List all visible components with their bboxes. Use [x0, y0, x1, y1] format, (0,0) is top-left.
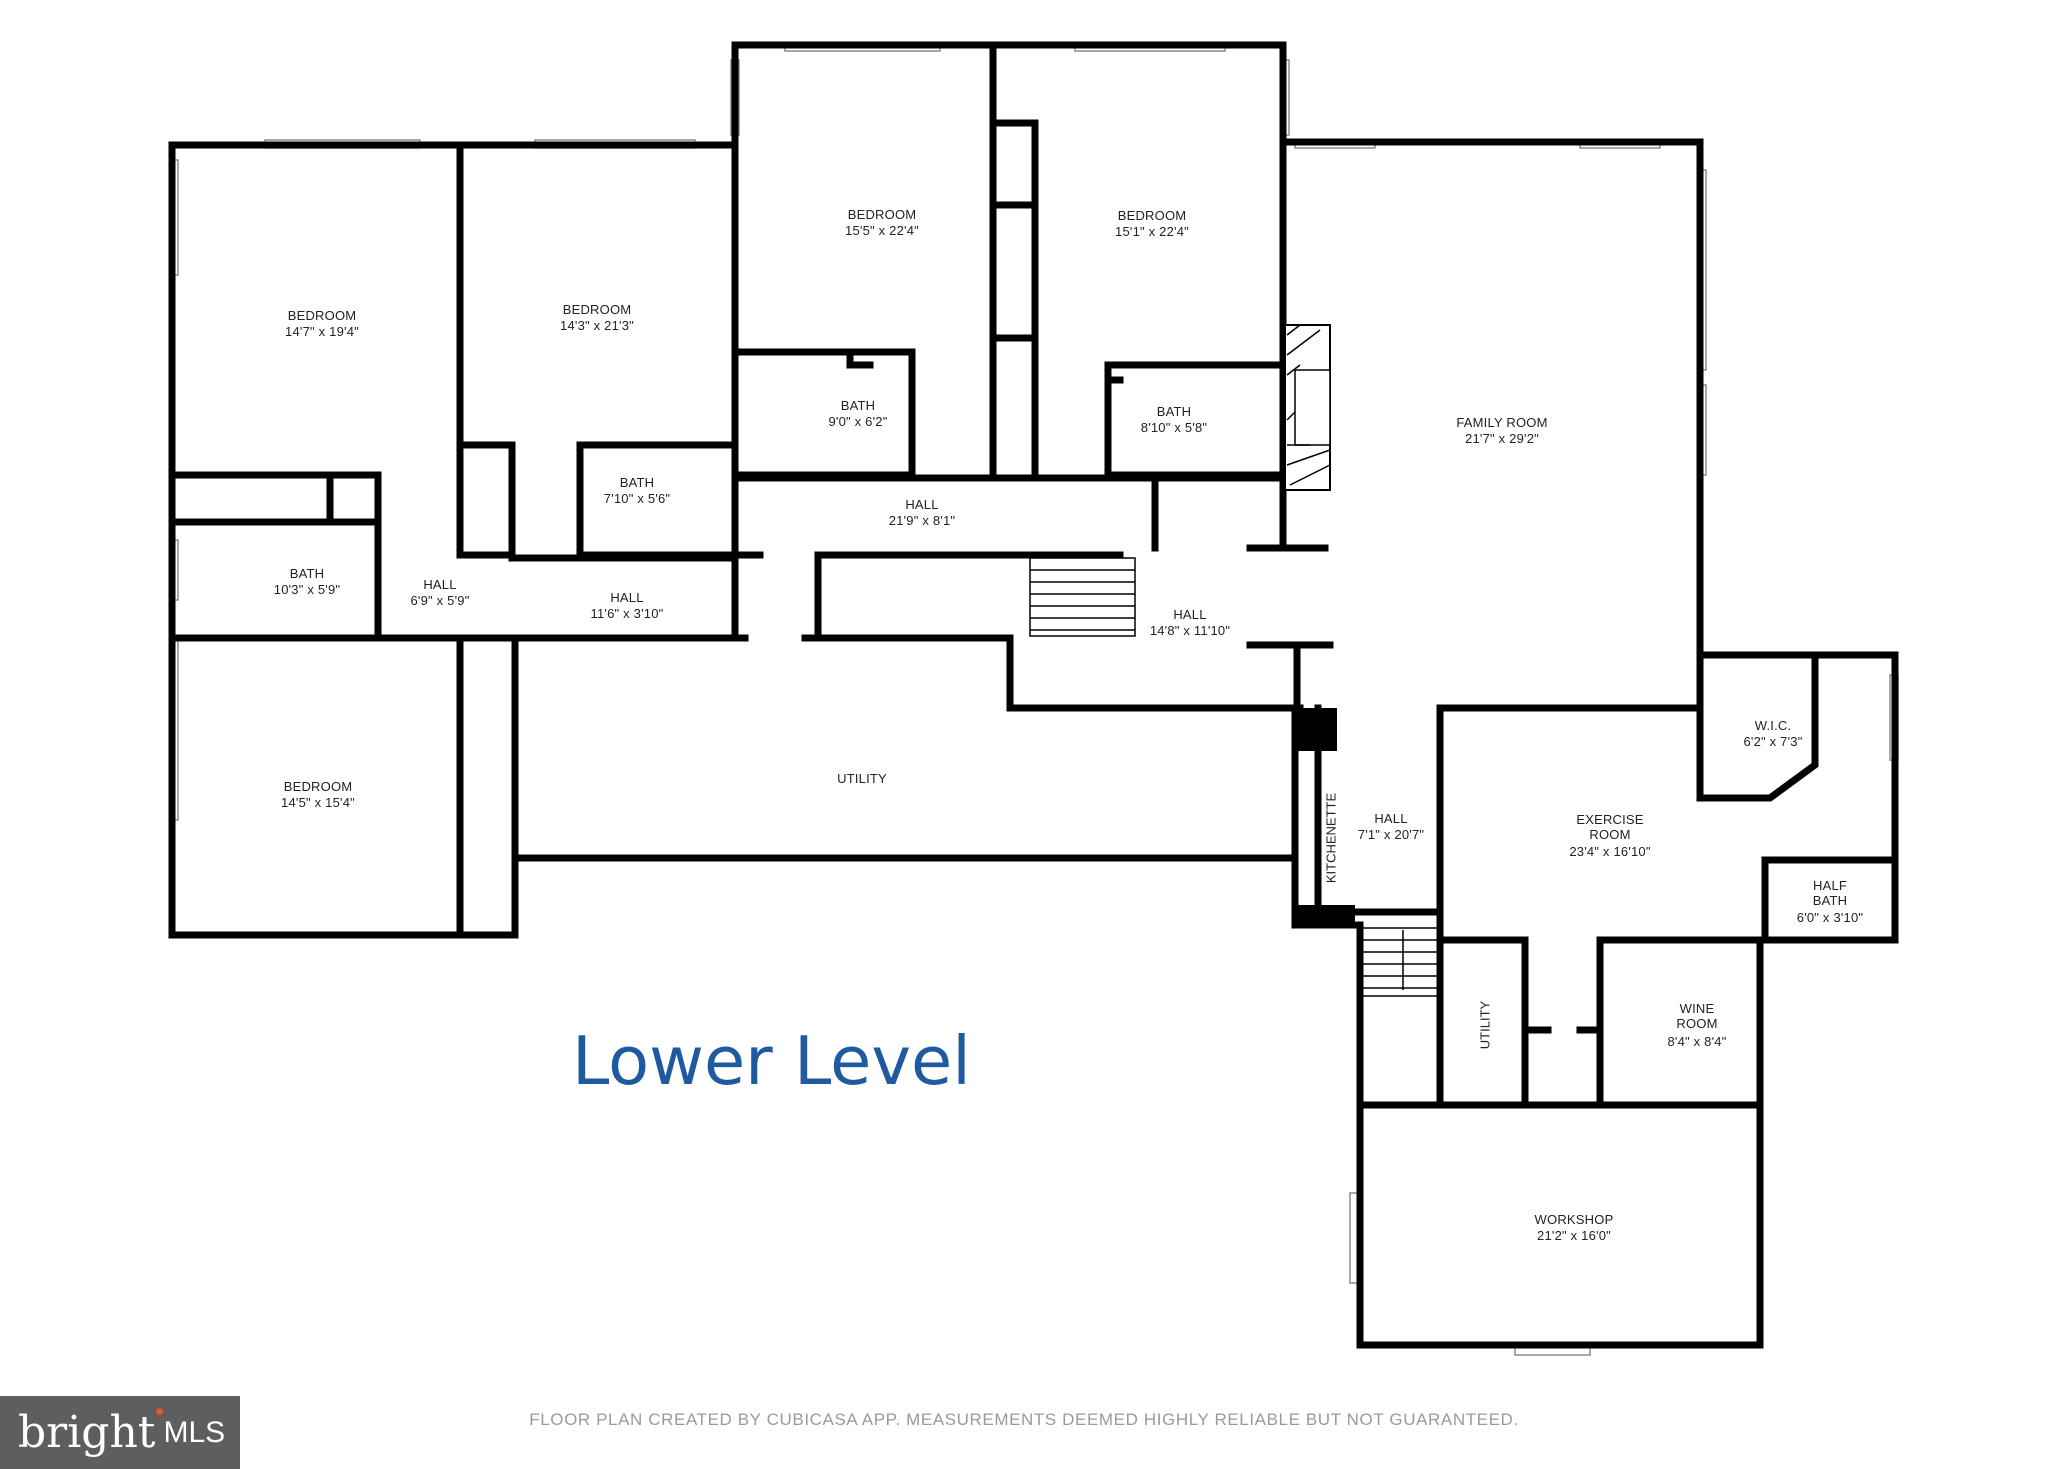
room-name: HALL [1374, 811, 1408, 826]
room-name: BATH [289, 566, 325, 581]
room-dims: 21'2" x 16'0" [1537, 1228, 1611, 1243]
room-name: BEDROOM [562, 302, 632, 317]
walls [168, 41, 1899, 1349]
room-dims: 9'0" x 6'2" [828, 414, 888, 429]
room-name: FAMILY ROOM [1456, 415, 1548, 430]
utility-label-small: UTILITY [1477, 1000, 1493, 1050]
room-dims: 14'8" x 11'10" [1149, 623, 1231, 638]
logo-dot-icon [156, 1408, 163, 1415]
stairs-upper [1029, 557, 1136, 637]
room-name: HALL [905, 497, 939, 512]
room-name: BATH [840, 398, 876, 413]
fireplace [1284, 324, 1331, 491]
room-name: HALF BATH [1812, 878, 1848, 908]
room-dims: 21'9" x 8'1" [888, 513, 956, 528]
room-name: HALL [610, 590, 644, 605]
room-name: BEDROOM [283, 779, 353, 794]
kitchenette-label: KITCHENETTE [1323, 792, 1339, 884]
room-name: BEDROOM [287, 308, 357, 323]
room-dims: 21'7" x 29'2" [1465, 431, 1539, 446]
room-dims: 10'3" x 5'9" [273, 582, 341, 597]
logo-brand: bright [18, 1407, 156, 1458]
room-name: UTILITY [837, 771, 887, 786]
room-dims: 14'3" x 21'3" [560, 318, 634, 333]
room-name: WORKSHOP [1534, 1212, 1614, 1227]
room-name: HALL [423, 577, 457, 592]
room-dims: 6'0" x 3'10" [1796, 910, 1864, 925]
room-dims: 6'9" x 5'9" [410, 593, 470, 608]
room-dims: 14'5" x 15'4" [281, 795, 355, 810]
room-dims: 14'7" x 19'4" [285, 324, 359, 339]
room-name: HALL [1173, 607, 1207, 622]
room-name: WINE ROOM [1676, 1001, 1718, 1031]
bright-mls-logo: bright MLS [0, 1396, 240, 1469]
room-name: BATH [619, 475, 655, 490]
stairs-lower [1361, 927, 1441, 997]
disclaimer: FLOOR PLAN CREATED BY CUBICASA APP. MEAS… [529, 1410, 1519, 1429]
room-dims: 6'2" x 7'3" [1743, 734, 1803, 749]
room-dims: 11'6" x 3'10" [590, 606, 664, 621]
room-dims: 8'10" x 5'8" [1140, 420, 1208, 435]
room-name: BEDROOM [847, 207, 917, 222]
room-dims: 15'5" x 22'4" [845, 223, 919, 238]
room-dims: 15'1" x 22'4" [1115, 224, 1189, 239]
room-dims: 7'10" x 5'6" [603, 491, 671, 506]
room-name: BATH [1156, 404, 1192, 419]
room-name: BEDROOM [1117, 208, 1187, 223]
room-name: EXERCISE ROOM [1576, 812, 1644, 842]
page-title: Lower Level [572, 1022, 971, 1100]
room-dims: 8'4" x 8'4" [1667, 1034, 1727, 1049]
room-dims: 23'4" x 16'10" [1569, 844, 1651, 859]
room-name: W.I.C. [1754, 718, 1792, 733]
room-dims: 7'1" x 20'7" [1357, 827, 1425, 842]
logo-suffix: MLS [163, 1415, 226, 1449]
